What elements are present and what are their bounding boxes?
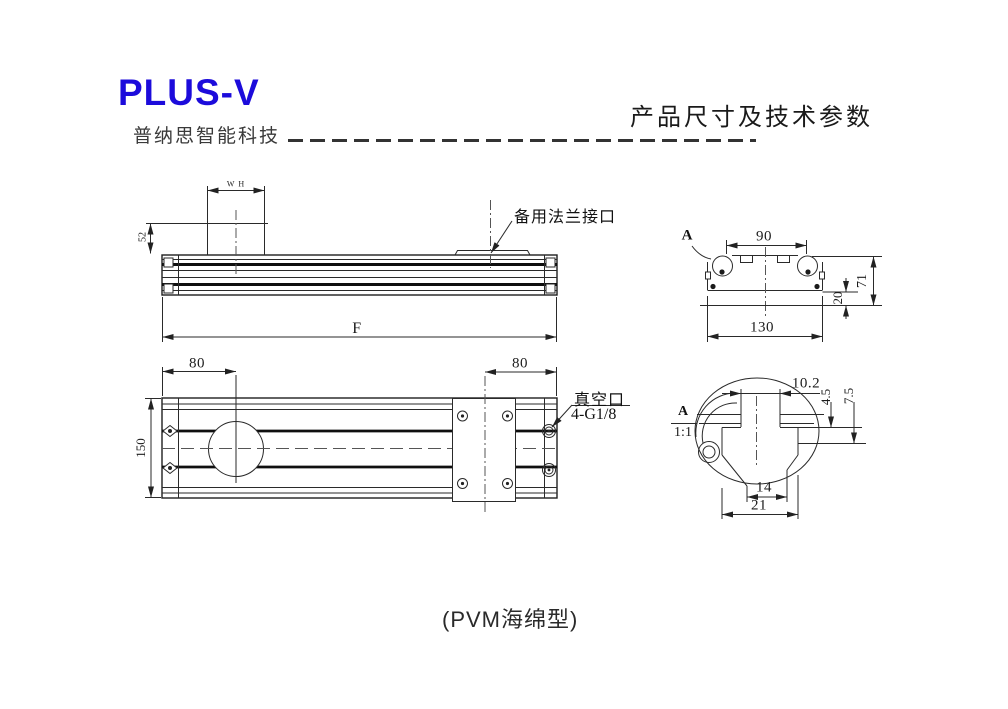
dim-top-width: 90 [756, 228, 772, 245]
vacuum-thread-label: 4-G1/8 [571, 406, 617, 423]
vacuum-ports [542, 424, 556, 477]
header-divider-dashes [288, 139, 756, 142]
model-caption: (PVM海绵型) [442, 607, 579, 632]
flange-leader-line [490, 220, 513, 254]
dim-bottom-width: 130 [750, 319, 774, 336]
dim-depth-a: 4.5 [818, 388, 833, 406]
dim-slider-width: W H [226, 179, 246, 189]
vacuum-port-label: 真空口 [574, 392, 626, 409]
dim-depth-b: 7.5 [841, 387, 856, 405]
plate-screws [457, 410, 513, 489]
detail-view [671, 377, 866, 519]
brand-logo: PLUS-V [118, 72, 260, 113]
vacuum-leader-line [551, 404, 573, 428]
company-name: 普纳思智能科技 [133, 126, 281, 147]
detail-scale: 1:1 [674, 425, 692, 440]
section-marker-a: A [681, 227, 693, 244]
dim-slider-height: 52 [137, 232, 149, 242]
flange-port-label: 备用法兰接口 [514, 209, 617, 226]
dim-plan-width: 150 [133, 438, 148, 458]
dim-section-height: 71 [855, 274, 870, 288]
detail-marker-a: A [677, 404, 689, 419]
dim-outer-width: 21 [751, 497, 767, 514]
plan-view [145, 367, 630, 512]
left-end-screws [162, 424, 178, 475]
section-view [691, 240, 882, 342]
side-view [146, 186, 558, 342]
dim-slot-width: 10.2 [791, 375, 821, 392]
mounting-plate [452, 398, 516, 502]
dim-offset-right: 80 [512, 355, 528, 372]
dim-opening-width: 14 [756, 479, 772, 496]
page-title: 产品尺寸及技术参数 [630, 105, 873, 131]
dim-overall-length: F [352, 320, 362, 337]
dim-offset-left: 80 [189, 355, 205, 372]
detail-boundary-circle [694, 377, 820, 485]
dim-base-height: 20 [830, 291, 845, 305]
